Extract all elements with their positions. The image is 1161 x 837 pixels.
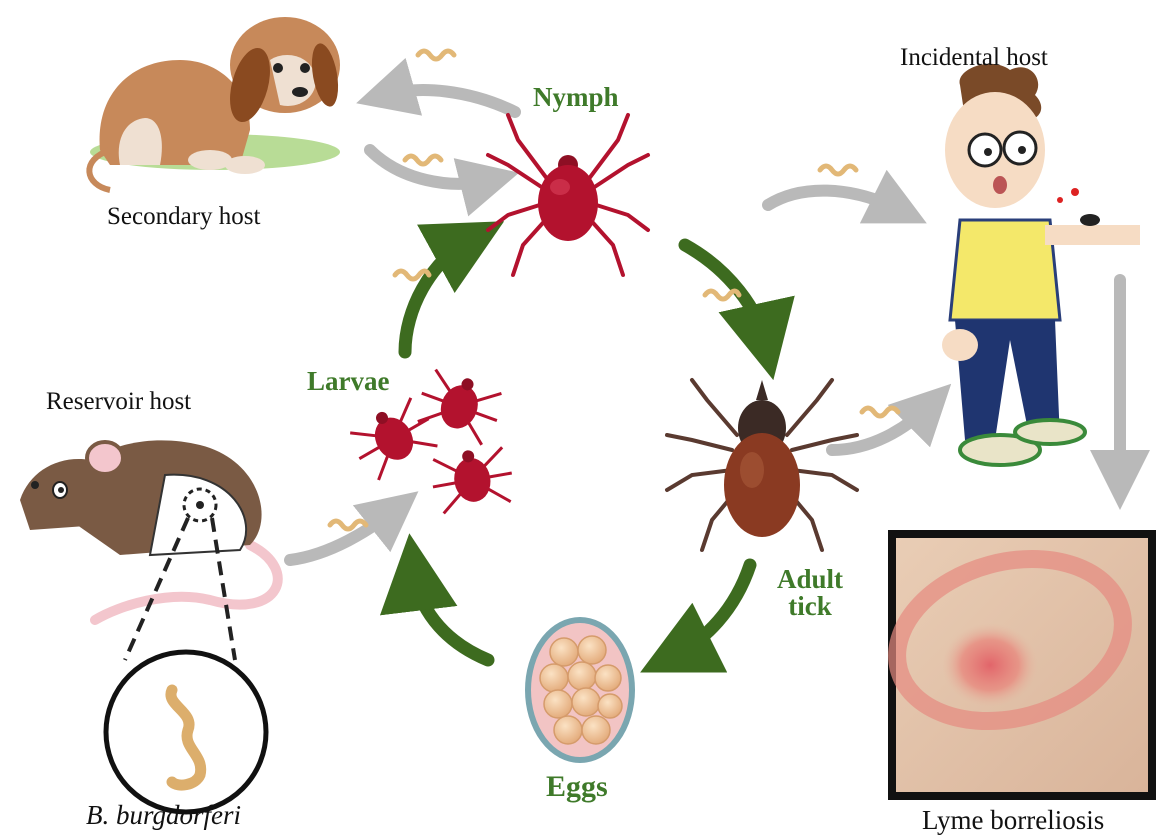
erythema-migrans-photo (879, 530, 1156, 800)
adult-label-line1: Adult (777, 566, 843, 593)
spirochete-icon (862, 408, 898, 416)
spirochete-icon (820, 166, 856, 174)
bacterium-label: B. burgdorferi (86, 800, 241, 831)
nymph-label: Nymph (533, 84, 619, 111)
eggs-label: Eggs (546, 772, 608, 802)
rat-icon (20, 440, 278, 660)
adult-tick-label: Adult tick (777, 566, 843, 620)
boy-bitten-icon (942, 64, 1140, 465)
secondary-host-label: Secondary host (107, 203, 260, 231)
arrow-adult-to-eggs (675, 565, 750, 655)
eggs-icon (528, 620, 632, 760)
adult-tick-icon (667, 380, 857, 550)
arrow-larvae-to-nymph (405, 240, 470, 352)
arrow-secondary-to-nymph (370, 150, 490, 184)
incidental-host-label: Incidental host (900, 44, 1048, 72)
spirochete-zoom (106, 652, 266, 812)
adult-label-line2: tick (777, 593, 843, 620)
arrow-nymph-to-secondary (385, 90, 515, 112)
reservoir-host-label: Reservoir host (46, 388, 191, 416)
spirochete-icon (405, 156, 441, 164)
disease-label: Lyme borreliosis (922, 805, 1104, 836)
spirochete-icon (418, 51, 454, 59)
larvae-label: Larvae (307, 368, 389, 395)
nymph-tick-icon (488, 115, 648, 275)
cycle-arrows (405, 240, 765, 660)
arrow-eggs-to-larvae (414, 572, 488, 660)
arrow-nymph-to-adult (685, 245, 765, 342)
arrow-reservoir-to-larvae (290, 510, 395, 560)
arrow-nymph-to-incidental (768, 191, 900, 210)
puppy-icon (89, 17, 342, 190)
spirochete-icon (705, 291, 739, 299)
arrow-adult-to-incidental (832, 405, 930, 450)
